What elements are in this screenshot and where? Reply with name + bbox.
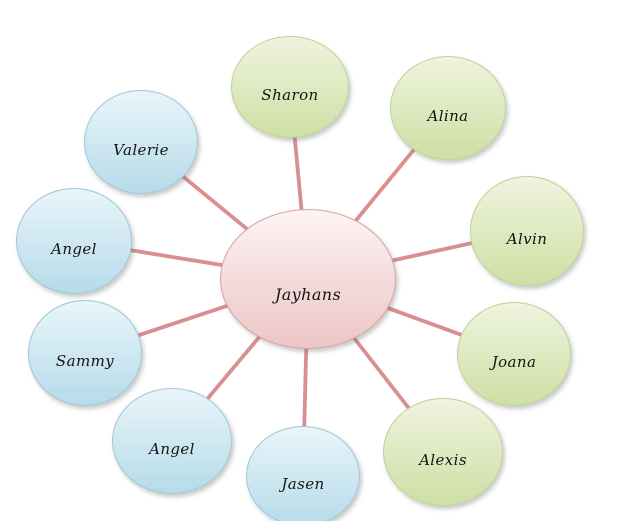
- node-angel: Angel: [16, 188, 132, 294]
- node-label: Angel: [149, 440, 195, 458]
- node-label: Sharon: [261, 86, 319, 104]
- center-node-jayhans: Jayhans: [220, 209, 396, 349]
- node-alina: Alina: [390, 56, 506, 160]
- node-alexis: Alexis: [383, 398, 503, 506]
- node-alvin: Alvin: [470, 176, 584, 286]
- node-label: Joana: [491, 353, 537, 371]
- node-label: Alexis: [419, 451, 467, 469]
- center-node-label: Jayhans: [274, 284, 342, 304]
- node-joana: Joana: [457, 302, 571, 406]
- node-sharon: Sharon: [231, 36, 349, 138]
- node-valerie: Valerie: [84, 90, 198, 194]
- node-label: Alina: [427, 107, 469, 125]
- node-label: Valerie: [113, 141, 169, 159]
- node-label: Alvin: [506, 230, 548, 248]
- node-sammy: Sammy: [28, 300, 142, 406]
- node-label: Sammy: [55, 352, 115, 370]
- node-label: Angel: [51, 240, 97, 258]
- node-angel: Angel: [112, 388, 232, 494]
- node-label: Jasen: [281, 475, 325, 493]
- node-jasen: Jasen: [246, 426, 360, 521]
